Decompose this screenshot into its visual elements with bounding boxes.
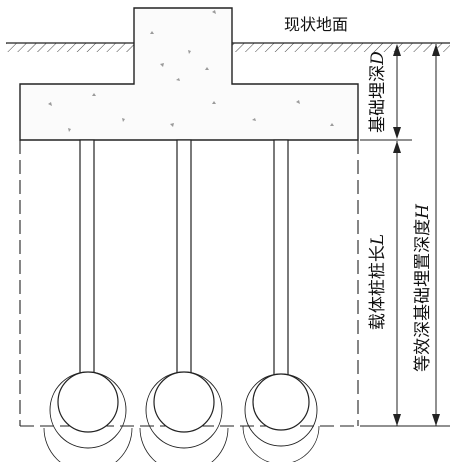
arrow-h-top	[432, 44, 440, 56]
ground-surface-label: 现状地面	[284, 15, 348, 34]
arrow-l-bottom	[393, 414, 401, 426]
equivalent-depth-label: 等效深基础埋置深度H	[413, 203, 433, 372]
pile-right	[242, 139, 320, 462]
arrow-d-top	[393, 44, 401, 56]
dimension-foundation-depth	[360, 42, 412, 141]
pile-left	[43, 139, 133, 462]
foundation-depth-label: 基础埋深D	[368, 51, 388, 133]
pile-length-label: 载体桩桩长L	[368, 234, 388, 330]
ground-hatch-left	[6, 43, 134, 52]
arrow-h-bottom	[432, 414, 440, 426]
ground-hatch-right	[232, 43, 450, 52]
arrow-l-top	[393, 141, 401, 153]
pile-middle	[139, 139, 229, 462]
arrow-d-bottom	[393, 127, 401, 139]
